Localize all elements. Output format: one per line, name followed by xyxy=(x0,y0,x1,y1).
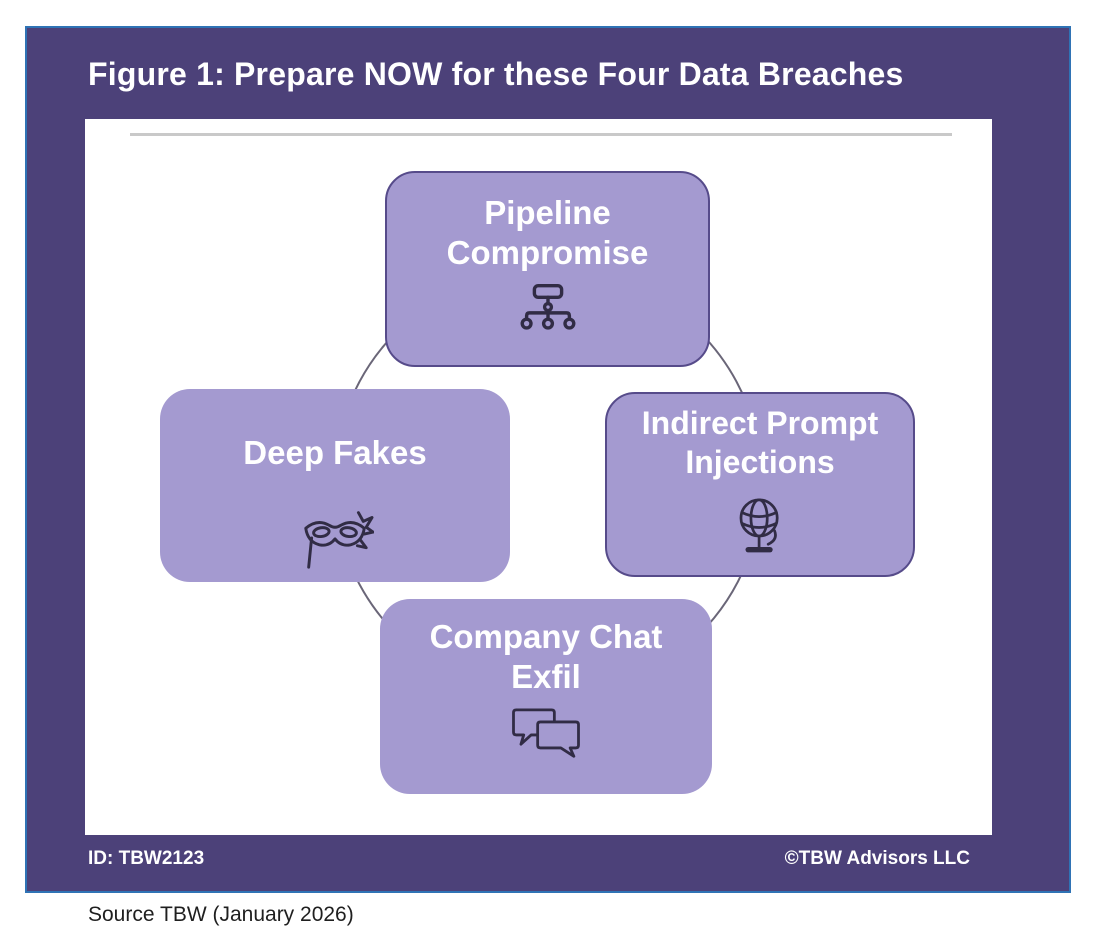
node-label: Company Chat xyxy=(429,618,663,655)
node-label: Deep Fakes xyxy=(243,434,427,471)
mask-icon xyxy=(304,511,374,569)
node-pipeline-compromise: Pipeline Compromise xyxy=(385,171,710,367)
source-caption: Source TBW (January 2026) xyxy=(88,903,354,926)
node-label: Indirect Prompt xyxy=(641,405,879,441)
diagram-panel: Pipeline Compromise Deep Fakes xyxy=(85,119,992,835)
figure-title: Figure 1: Prepare NOW for these Four Dat… xyxy=(88,56,904,92)
node-label: Injections xyxy=(685,444,835,481)
copyright-label: ©TBW Advisors LLC xyxy=(784,848,970,869)
top-divider-line xyxy=(130,133,952,136)
figure-frame: Figure 1: Prepare NOW for these Four Dat… xyxy=(25,26,1071,893)
sitemap-icon xyxy=(520,283,575,330)
node-label: Compromise xyxy=(446,234,649,272)
node-label: Exfil xyxy=(511,658,581,696)
node-company-chat-exfil: Company Chat Exfil xyxy=(380,599,712,794)
figure-id-label: ID: TBW2123 xyxy=(88,848,205,869)
node-indirect-prompt-injections: Indirect Prompt Injections xyxy=(605,392,915,577)
globe-icon xyxy=(739,498,779,553)
node-label: Pipeline xyxy=(484,194,611,231)
node-deep-fakes: Deep Fakes xyxy=(160,389,510,582)
chat-bubbles-icon xyxy=(512,707,580,758)
